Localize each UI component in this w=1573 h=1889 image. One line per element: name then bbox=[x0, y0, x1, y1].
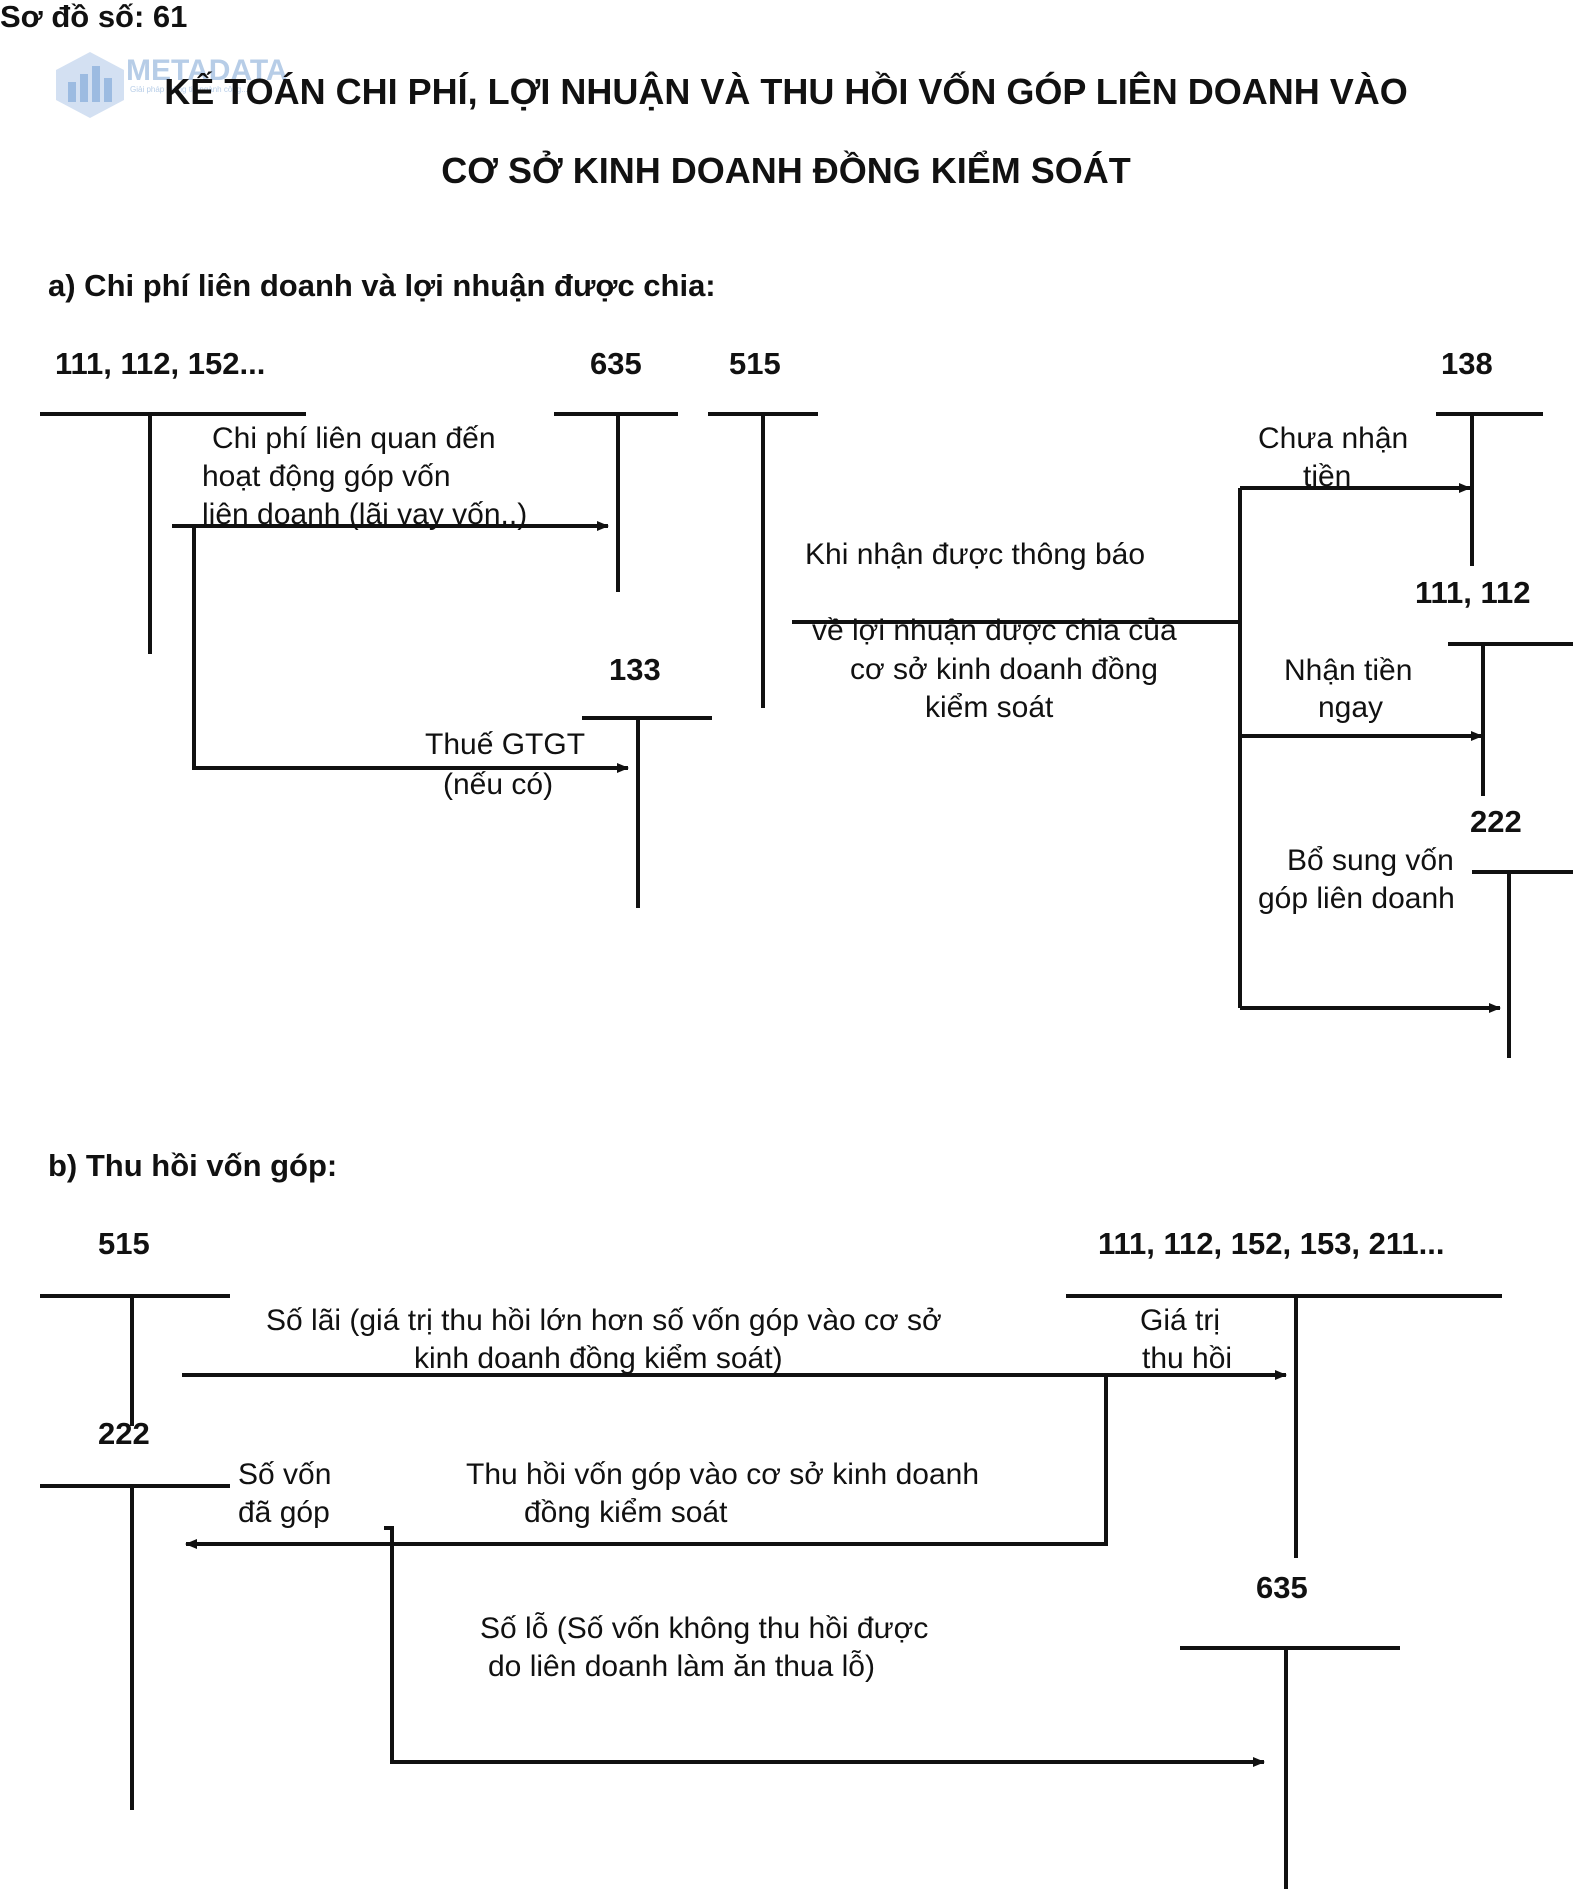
label-received-now: Nhận tiền ngay bbox=[1284, 654, 1412, 724]
flow-loss bbox=[384, 1526, 1265, 1767]
account-138: 138 bbox=[1441, 346, 1493, 381]
svg-text:Bổ sung vốn: Bổ sung vốn bbox=[1287, 844, 1454, 877]
flow-vat bbox=[192, 526, 629, 773]
svg-text:về lợi nhuận được chia của: về lợi nhuận được chia của bbox=[812, 614, 1177, 647]
account-635: 635 bbox=[590, 346, 642, 381]
section-b-heading: b) Thu hồi vốn góp: bbox=[48, 1148, 337, 1183]
svg-text:đồng kiểm soát: đồng kiểm soát bbox=[524, 1496, 728, 1529]
svg-text:Khi nhận được thông báo: Khi nhận được thông báo bbox=[805, 538, 1145, 571]
bar-chart-logo-icon bbox=[56, 52, 124, 118]
svg-text:cơ sở kinh doanh đồng: cơ sở kinh doanh đồng bbox=[850, 653, 1158, 686]
svg-text:Nhận tiền: Nhận tiền bbox=[1284, 654, 1412, 687]
svg-text:Thu hồi vốn góp vào cơ sở kinh: Thu hồi vốn góp vào cơ sở kinh doanh bbox=[466, 1458, 979, 1491]
t-account-assets bbox=[1066, 1294, 1502, 1558]
flow-recovery bbox=[185, 1375, 1108, 1549]
t-account-515-b bbox=[40, 1294, 230, 1426]
t-account-222 bbox=[1472, 870, 1573, 1058]
svg-text:tiền: tiền bbox=[1303, 460, 1351, 493]
svg-text:do liên doanh làm ăn thua lỗ): do liên doanh làm ăn thua lỗ) bbox=[488, 1650, 875, 1683]
t-account-515 bbox=[708, 412, 818, 708]
t-account-222-b bbox=[40, 1484, 230, 1810]
watermark-tagline: Giải pháp thông tin ngành công... bbox=[130, 85, 248, 94]
t-account-133 bbox=[582, 716, 712, 908]
label-loss: Số lỗ (Số vốn không thu hồi được do liên… bbox=[480, 1612, 928, 1683]
svg-text:(nếu có): (nếu có) bbox=[443, 768, 553, 801]
label-recovery: Thu hồi vốn góp vào cơ sở kinh doanh đồn… bbox=[466, 1458, 979, 1529]
label-profit-notice: Khi nhận được thông báo về lợi nhuận đượ… bbox=[805, 538, 1177, 724]
svg-text:kinh doanh đồng kiểm soát): kinh doanh đồng kiểm soát) bbox=[414, 1342, 783, 1375]
label-add-capital: Bổ sung vốn góp liên doanh bbox=[1258, 844, 1455, 915]
section-a-heading: a) Chi phí liên doanh và lợi nhuận được … bbox=[48, 268, 716, 303]
t-account-138 bbox=[1436, 412, 1543, 566]
account-222: 222 bbox=[1470, 804, 1522, 839]
t-account-635-b bbox=[1180, 1646, 1400, 1889]
t-account-635 bbox=[554, 412, 678, 592]
diagram-number: Sơ đồ số: 61 bbox=[0, 0, 187, 34]
account-111-112: 111, 112 bbox=[1415, 575, 1531, 610]
account-111-112-152: 111, 112, 152... bbox=[55, 346, 265, 381]
t-account-111-112 bbox=[1448, 642, 1573, 796]
svg-text:Số lỗ (Số vốn không thu hồi đư: Số lỗ (Số vốn không thu hồi được bbox=[480, 1612, 928, 1645]
account-222-b: 222 bbox=[98, 1416, 150, 1451]
watermark: METADATA Giải pháp thông tin ngành công.… bbox=[56, 52, 288, 118]
account-assets: 111, 112, 152, 153, 211... bbox=[1098, 1226, 1445, 1261]
account-515-b: 515 bbox=[98, 1226, 150, 1261]
svg-text:góp liên doanh: góp liên doanh bbox=[1258, 882, 1455, 915]
account-635-b: 635 bbox=[1256, 1570, 1308, 1605]
svg-text:Giá trị: Giá trị bbox=[1140, 1304, 1220, 1337]
svg-text:Chưa nhận: Chưa nhận bbox=[1258, 422, 1408, 455]
svg-text:kiểm soát: kiểm soát bbox=[925, 691, 1054, 724]
svg-text:hoạt động góp vốn: hoạt động góp vốn bbox=[202, 460, 451, 493]
label-contributed: Số vốn đã góp bbox=[238, 1458, 331, 1529]
svg-text:Số lãi (giá trị thu hồi lớn hơ: Số lãi (giá trị thu hồi lớn hơn số vốn g… bbox=[266, 1304, 942, 1337]
title-line-1: KẾ TOÁN CHI PHÍ, LỢI NHUẬN VÀ THU HỒI VỐ… bbox=[164, 70, 1407, 112]
svg-text:Chi phí liên quan đến: Chi phí liên quan đến bbox=[212, 422, 496, 455]
watermark-brand: METADATA bbox=[126, 54, 288, 87]
flow-profit-notice bbox=[792, 483, 1501, 1013]
svg-text:liên doanh (lãi vay vốn..): liên doanh (lãi vay vốn..) bbox=[202, 498, 527, 531]
label-not-received: Chưa nhận tiền bbox=[1258, 422, 1408, 493]
svg-text:đã góp: đã góp bbox=[238, 1496, 330, 1529]
label-jv-costs: Chi phí liên quan đến hoạt động góp vốn … bbox=[202, 422, 527, 531]
svg-text:thu hồi: thu hồi bbox=[1142, 1342, 1232, 1375]
label-vat: Thuế GTGT (nếu có) bbox=[425, 728, 585, 801]
svg-text:ngay: ngay bbox=[1318, 691, 1383, 724]
svg-text:Thuế GTGT: Thuế GTGT bbox=[425, 728, 585, 761]
account-133: 133 bbox=[609, 652, 661, 687]
label-recovered-value: Giá trị thu hồi bbox=[1140, 1304, 1232, 1375]
title-line-2: CƠ SỞ KINH DOANH ĐỒNG KIỂM SOÁT bbox=[441, 149, 1130, 191]
svg-text:Số vốn: Số vốn bbox=[238, 1458, 331, 1491]
account-515: 515 bbox=[729, 346, 781, 381]
label-gain: Số lãi (giá trị thu hồi lớn hơn số vốn g… bbox=[266, 1304, 942, 1375]
t-account-111-112-152 bbox=[40, 412, 306, 654]
